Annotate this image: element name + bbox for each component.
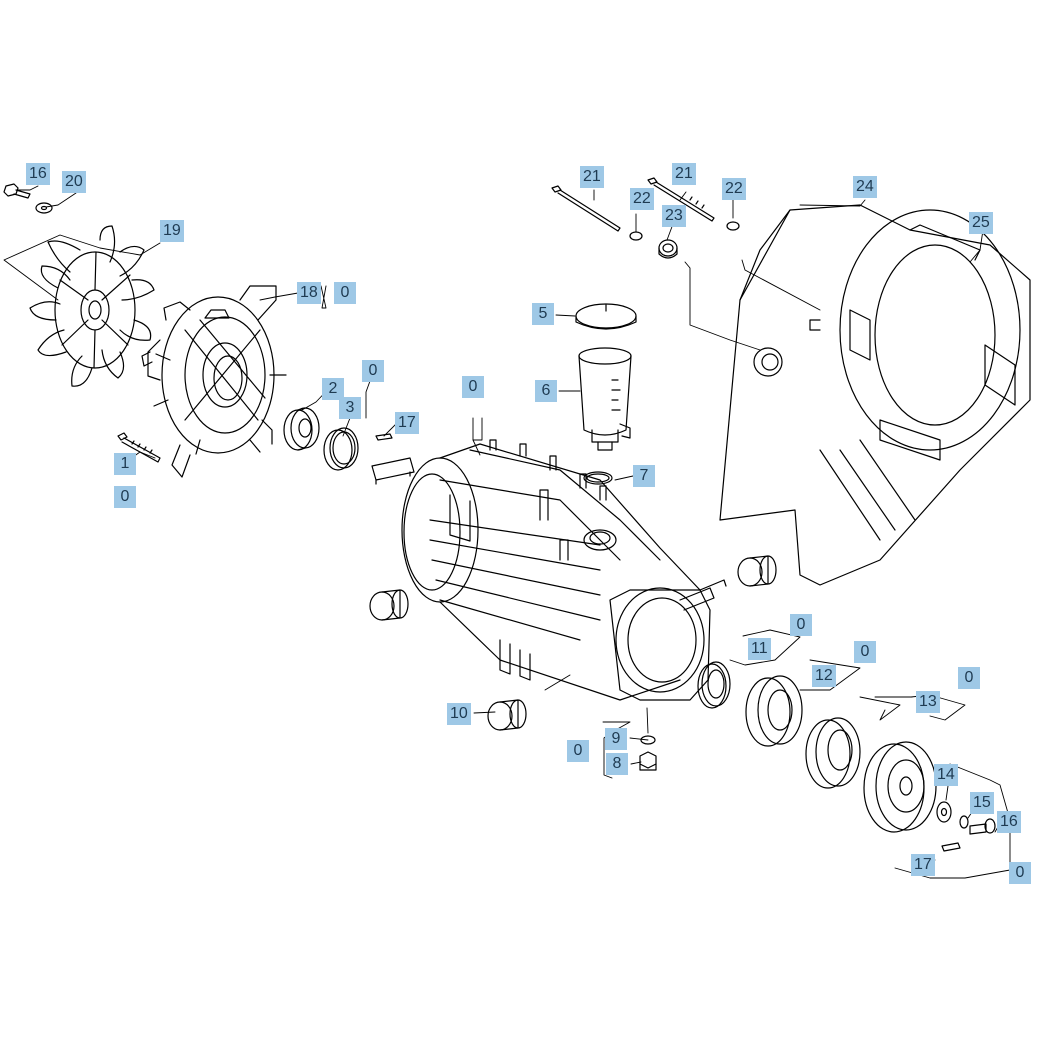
label-bolt-right: 16 [997, 811, 1021, 833]
label-screw-left: 1 [114, 453, 136, 475]
label-fan-washer: 20 [62, 171, 86, 193]
label-bearing-right-kit: 0 [854, 641, 876, 663]
label-housing-kit: 0 [462, 376, 484, 398]
label-fan-bolt: 16 [26, 163, 50, 185]
label-bearing-left-kit: 0 [362, 360, 384, 382]
label-fan-housing-kit: 0 [334, 282, 356, 304]
label-grommet: 23 [662, 205, 686, 227]
cover-part [719, 204, 1031, 586]
label-oring-reservoir: 7 [633, 465, 655, 487]
label-drain-plug: 8 [606, 753, 628, 775]
label-drain-kit: 0 [567, 740, 589, 762]
label-key-left: 17 [395, 412, 419, 434]
label-roller: 10 [447, 703, 471, 725]
main-housing-part [371, 439, 727, 701]
label-pulley-kit: 0 [1009, 862, 1031, 884]
label-oil-reservoir: 6 [535, 380, 557, 402]
label-shaft-seal-kit: 0 [790, 614, 812, 636]
oil-reservoir-part [575, 303, 637, 485]
label-screw-left-kit: 0 [114, 486, 136, 508]
bearing-left-part [283, 407, 320, 451]
label-bearing-left: 2 [322, 378, 344, 400]
fan-part [29, 225, 155, 387]
label-fan-housing: 18 [297, 282, 321, 304]
label-fan: 19 [160, 220, 184, 242]
label-bearing-right: 12 [812, 665, 836, 687]
cover-bolts-part [551, 177, 740, 259]
label-seal-ring-left: 3 [339, 397, 361, 419]
label-bolt-a: 21 [580, 166, 604, 188]
label-bearing-cup: 13 [916, 691, 940, 713]
drain-plug-part [639, 735, 657, 771]
label-bearing-cup-kit: 0 [958, 667, 980, 689]
screw-left-part [117, 432, 161, 463]
label-washer-a: 22 [630, 188, 654, 210]
seal-ring-left-part [323, 427, 359, 471]
roller-parts [369, 555, 777, 731]
leader-lines [3, 185, 1011, 879]
label-bolt-b: 21 [672, 163, 696, 185]
key-left-part [375, 433, 393, 441]
fan-housing-part [141, 285, 287, 478]
label-washer-b: 22 [722, 178, 746, 200]
label-cover-clip: 25 [969, 212, 993, 234]
right-shaft-parts [697, 661, 996, 852]
label-lock-washer: 15 [970, 792, 994, 814]
label-washer-right: 14 [934, 764, 958, 786]
label-plug-oring: 9 [605, 728, 627, 750]
label-shaft-seal: 11 [748, 638, 771, 660]
label-key-right: 17 [911, 854, 935, 876]
label-cover: 24 [853, 176, 877, 198]
label-oil-cap: 5 [532, 303, 554, 325]
fan-bolt-part [3, 183, 53, 214]
